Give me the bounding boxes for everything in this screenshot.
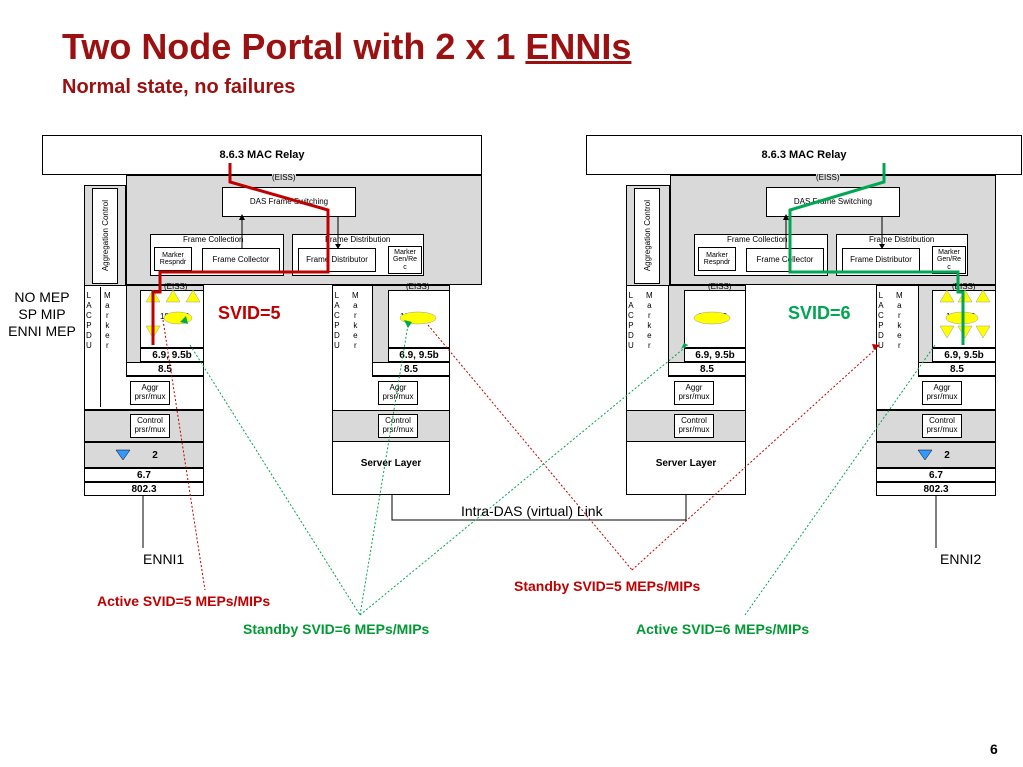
note-enni-mep: ENNI MEP [8, 323, 76, 339]
clause-69-right-a: 6.9, 9.5b [684, 348, 746, 362]
frame-distributor-left: Frame Distributor [298, 248, 376, 272]
left-notes: NO MEP SP MIP ENNI MEP [8, 289, 76, 340]
marker-respndr-left: Marker Respndr [154, 247, 192, 271]
standby-svid6-label: Standby SVID=6 MEPs/MIPs [243, 621, 430, 637]
clause-2-label: 2 [152, 449, 158, 461]
mac-relay-left: 8.6.3 MAC Relay [42, 135, 482, 175]
clause-85-left-b: 8.5 [372, 362, 450, 376]
das-frame-switching-right: DAS Frame Switching [766, 187, 900, 217]
lacpdu-right-a: L A C P D U [628, 291, 634, 350]
page-title: Two Node Portal with 2 x 1 ENNIs [62, 26, 631, 68]
enni2-label: ENNI2 [940, 551, 982, 567]
enni1-label: ENNI1 [143, 551, 185, 567]
intra-das-link-label: Intra-DAS (virtual) Link [461, 503, 603, 519]
control-mux-left-b: Control prsr/mux [378, 414, 418, 438]
mac-relay-right: 8.6.3 MAC Relay [586, 135, 1022, 175]
title-text: Two Node Portal with 2 x 1 [62, 26, 526, 67]
clause-85-left-a: 8.5 [126, 362, 204, 376]
marker-genrec-right: Marker Gen/Re c [932, 246, 966, 274]
aggregation-control-left: Aggregation Control [92, 188, 118, 284]
eiss-top-left: (EISS) [272, 173, 296, 183]
frame-collector-right: Frame Collector [746, 248, 824, 272]
svid6-label: SVID=6 [788, 303, 851, 323]
page-subtitle: Normal state, no failures [62, 76, 296, 98]
frame-distribution-label-right: Frame Distribution [869, 235, 935, 244]
clause-85-right-a: 8.5 [668, 362, 746, 376]
eiss-left-b: (EISS) [406, 282, 430, 291]
clause-2-right-b: 2 [876, 442, 996, 468]
marker-left-b: M a r k e r [352, 291, 359, 350]
marker-respndr-right: Marker Respndr [698, 247, 736, 271]
eiss-left-a: (EISS) [164, 282, 188, 291]
eiss-right-b: (EISS) [952, 282, 976, 291]
aggr-mux-right-a: Aggr prsr/mux [674, 381, 714, 405]
clause-69-left-b: 6.9, 9.5b [388, 348, 450, 362]
aggregation-control-right: Aggregation Control [634, 188, 660, 284]
marker-left-a: M a r k e r [104, 291, 111, 350]
marker-right-a: M a r k e r [646, 291, 653, 350]
note-no-mep: NO MEP [14, 289, 70, 305]
clause-2-label-right: 2 [944, 449, 950, 461]
clause-69-right-b: 6.9, 9.5b [932, 348, 996, 362]
server-layer-left: Server Layer [360, 458, 422, 469]
marker-right-b: M a r k e r [896, 291, 903, 350]
clause-69-left-a: 6.9, 9.5b [140, 348, 204, 362]
active-svid5-label: Active SVID=5 MEPs/MIPs [97, 593, 271, 609]
clause-67-right-b: 6.7 [876, 468, 996, 482]
lacpdu-right-b: L A C P D U [878, 291, 884, 350]
note-sp-mip: SP MIP [18, 306, 66, 322]
page-number: 6 [990, 741, 998, 757]
eiss-right-a: (EISS) [708, 282, 732, 291]
standby-svid5-label: Standby SVID=5 MEPs/MIPs [514, 578, 701, 594]
control-mux-left-a: Control prsr/mux [130, 414, 170, 438]
title-underlined: ENNIs [525, 26, 632, 67]
control-mux-right-b: Control prsr/mux [922, 414, 962, 438]
lacpdu-left-b: L A C P D U [334, 291, 340, 350]
divider [100, 287, 101, 407]
frame-distribution-label: Frame Distribution [325, 235, 391, 244]
lacpdu-left-a: L A C P D U [86, 291, 92, 350]
frame-collection-label: Frame Collection [183, 235, 244, 244]
frame-distributor-right: Frame Distributor [842, 248, 920, 272]
svid5-label: SVID=5 [218, 303, 281, 323]
eiss-top-right: (EISS) [816, 173, 840, 183]
frame-collection-label-right: Frame Collection [727, 235, 788, 244]
clause-8023-left-a: 802.3 [84, 482, 204, 496]
das-frame-switching-left: DAS Frame Switching [222, 187, 356, 217]
active-svid6-label: Active SVID=6 MEPs/MIPs [636, 621, 810, 637]
aggr-mux-right-b: Aggr prsr/mux [922, 381, 962, 405]
clause-67-left-a: 6.7 [84, 468, 204, 482]
clause-8023-right-b: 802.3 [876, 482, 996, 496]
control-mux-right-a: Control prsr/mux [674, 414, 714, 438]
server-layer-right: Server Layer [655, 458, 717, 469]
aggr-mux-left-a: Aggr prsr/mux [130, 381, 170, 405]
marker-genrec-left: Marker Gen/Re c [388, 246, 422, 274]
